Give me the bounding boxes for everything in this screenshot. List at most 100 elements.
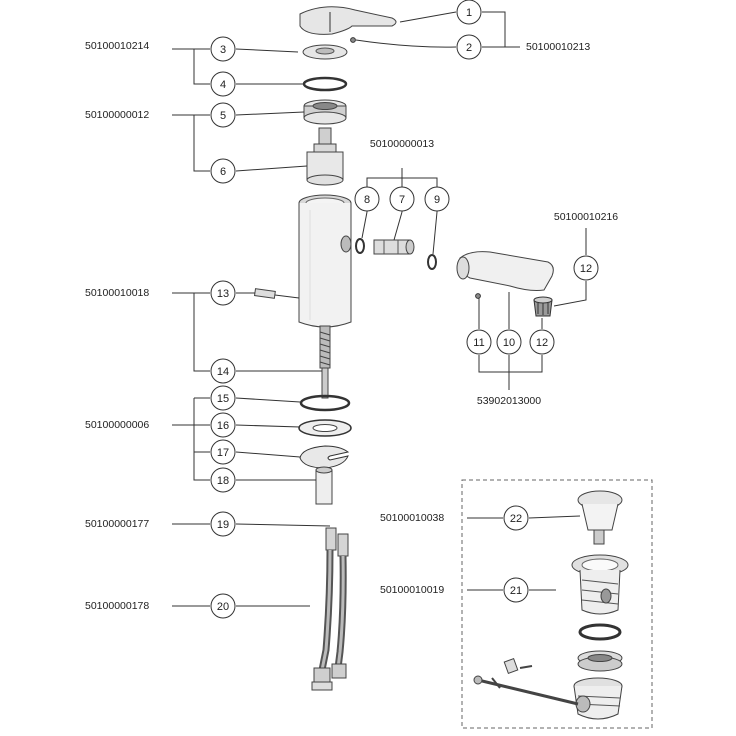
- callout-circle: [496, 329, 522, 355]
- callout-circle: [503, 505, 529, 531]
- part-sleeve: [315, 466, 333, 505]
- callout-12: 12: [529, 329, 555, 355]
- callout-8: 8: [354, 186, 380, 212]
- callout-20: 20: [210, 593, 236, 619]
- callout-number: 17: [217, 447, 229, 459]
- callout-circle: [573, 255, 599, 281]
- callout-number: 13: [217, 288, 229, 300]
- callout-number: 19: [217, 519, 229, 531]
- part-cartridge: [306, 127, 344, 186]
- callout-19: 19: [210, 511, 236, 537]
- callout-5: 5: [210, 102, 236, 128]
- callout-number: 16: [217, 420, 229, 432]
- part-code-label: 50100010019: [380, 584, 444, 596]
- part-code-label: 50100000013: [370, 138, 434, 150]
- callout-2: 2: [456, 34, 482, 60]
- callout-11: 11: [466, 329, 492, 355]
- callout-circle: [456, 34, 482, 60]
- callout-number: 8: [364, 194, 370, 206]
- part-aerator: [533, 296, 553, 317]
- part-popup-plug: [577, 490, 623, 545]
- part-rod: [321, 367, 329, 399]
- part-waste-gasket: [578, 623, 622, 641]
- part-washer-15: [299, 394, 351, 412]
- part-handle-lever: [299, 6, 397, 35]
- callout-3: 3: [210, 36, 236, 62]
- part-code-label: 50100000177: [85, 518, 149, 530]
- callout-circle: [210, 385, 236, 411]
- callout-number: 22: [510, 513, 522, 525]
- callout-number: 4: [220, 79, 226, 91]
- callout-number: 15: [217, 393, 229, 405]
- callout-1: 1: [456, 0, 482, 25]
- part-supply-hoses: [311, 527, 349, 691]
- part-spout-connector: [355, 238, 437, 270]
- callout-circle: [466, 329, 492, 355]
- callout-22: 22: [503, 505, 529, 531]
- callout-number: 12: [536, 337, 548, 349]
- part-washer-16: [298, 419, 352, 437]
- part-waste-nut: [577, 650, 623, 672]
- callout-number: 2: [466, 42, 472, 54]
- callout-16: 16: [210, 412, 236, 438]
- part-threaded-stud: [319, 325, 331, 369]
- part-code-label: 50100000006: [85, 419, 149, 431]
- callout-circle: [210, 511, 236, 537]
- callout-4: 4: [210, 71, 236, 97]
- waste-assembly: [461, 479, 653, 729]
- callout-circle: [210, 593, 236, 619]
- part-code-label: 50100000178: [85, 600, 149, 612]
- callout-circle: [456, 0, 482, 25]
- callout-circle: [210, 36, 236, 62]
- callout-circle: [354, 186, 380, 212]
- callout-number: 1: [466, 7, 472, 19]
- callout-circle: [210, 71, 236, 97]
- part-code-label: 50100010216: [554, 211, 618, 223]
- part-code-label: 50100010213: [526, 41, 590, 53]
- callout-number: 18: [217, 475, 229, 487]
- part-code-label: 53902013000: [477, 395, 541, 407]
- callout-circle: [210, 467, 236, 493]
- waste-assembly-frame: [461, 479, 653, 729]
- part-o-ring-4: [302, 76, 348, 92]
- callout-9: 9: [424, 186, 450, 212]
- part-code-label: 50100000012: [85, 109, 149, 121]
- callout-number: 6: [220, 166, 226, 178]
- part-cartridge-nut: [303, 99, 347, 125]
- callout-18: 18: [210, 467, 236, 493]
- callout-circle: [389, 186, 415, 212]
- callout-15: 15: [210, 385, 236, 411]
- callout-number: 5: [220, 110, 226, 122]
- callout-number: 12: [580, 263, 592, 275]
- part-horseshoe-plate: [299, 445, 350, 469]
- part-code-label: 50100010018: [85, 287, 149, 299]
- callout-number: 9: [434, 194, 440, 206]
- part-popup-rod: [473, 658, 579, 706]
- part-waste-body: [571, 554, 629, 615]
- callout-number: 11: [473, 337, 484, 349]
- callout-circle: [529, 329, 555, 355]
- part-waste-tailpiece: [573, 677, 623, 720]
- callout-14: 14: [210, 358, 236, 384]
- callout-number: 20: [217, 601, 229, 613]
- part-spout: [456, 251, 554, 291]
- callout-17: 17: [210, 439, 236, 465]
- callout-7: 7: [389, 186, 415, 212]
- callout-circle: [210, 412, 236, 438]
- callout-number: 14: [217, 366, 229, 378]
- callout-number: 7: [399, 194, 405, 206]
- callout-circle: [210, 358, 236, 384]
- callout-circle: [424, 186, 450, 212]
- part-pin: [253, 288, 276, 299]
- part-cover-cap: [302, 44, 348, 60]
- callout-circle: [210, 102, 236, 128]
- callout-12: 12: [573, 255, 599, 281]
- callout-circle: [210, 158, 236, 184]
- callout-circle: [503, 577, 529, 603]
- callout-circle: [210, 280, 236, 306]
- part-set-screw: [350, 37, 356, 43]
